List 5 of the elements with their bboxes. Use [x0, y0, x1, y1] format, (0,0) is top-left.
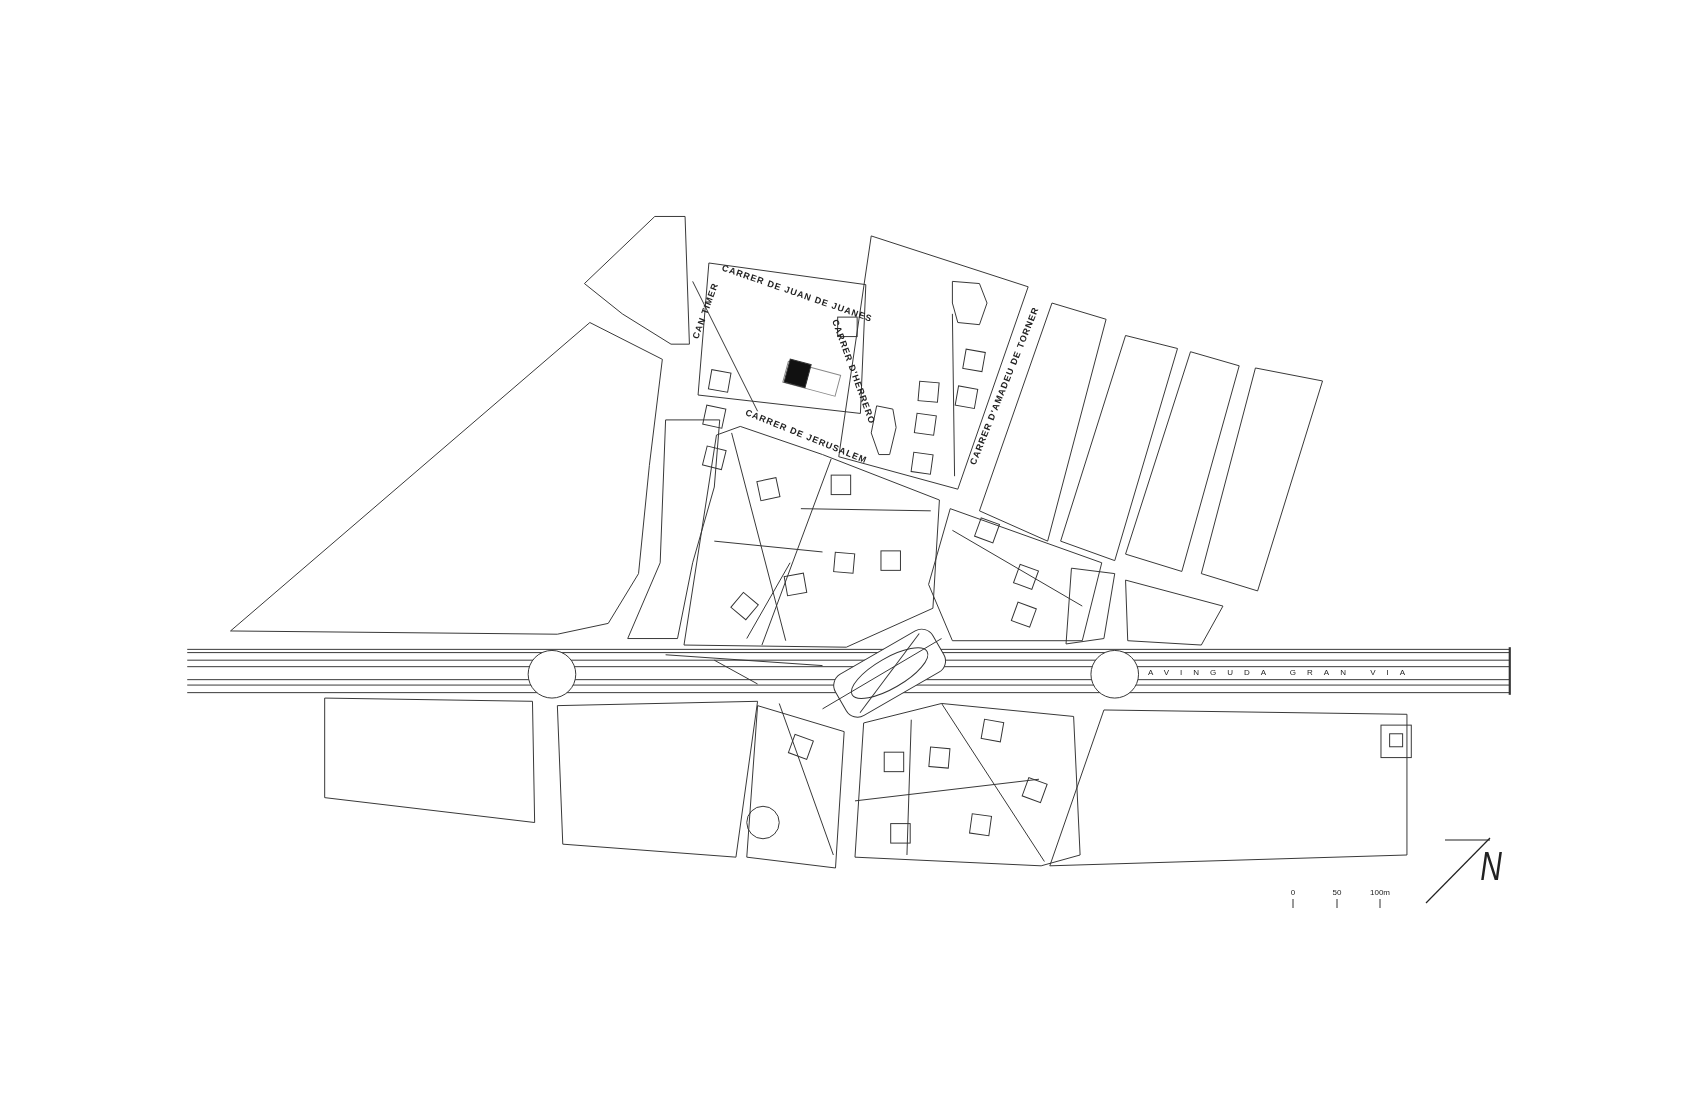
- street-name: AVINGUDA GRAN VIA: [1147, 667, 1417, 679]
- scale-label: 0: [1290, 887, 1296, 899]
- north-label: N: [1480, 846, 1502, 886]
- scale-label: 50: [1332, 887, 1342, 899]
- scale-label: 100m: [1370, 887, 1390, 899]
